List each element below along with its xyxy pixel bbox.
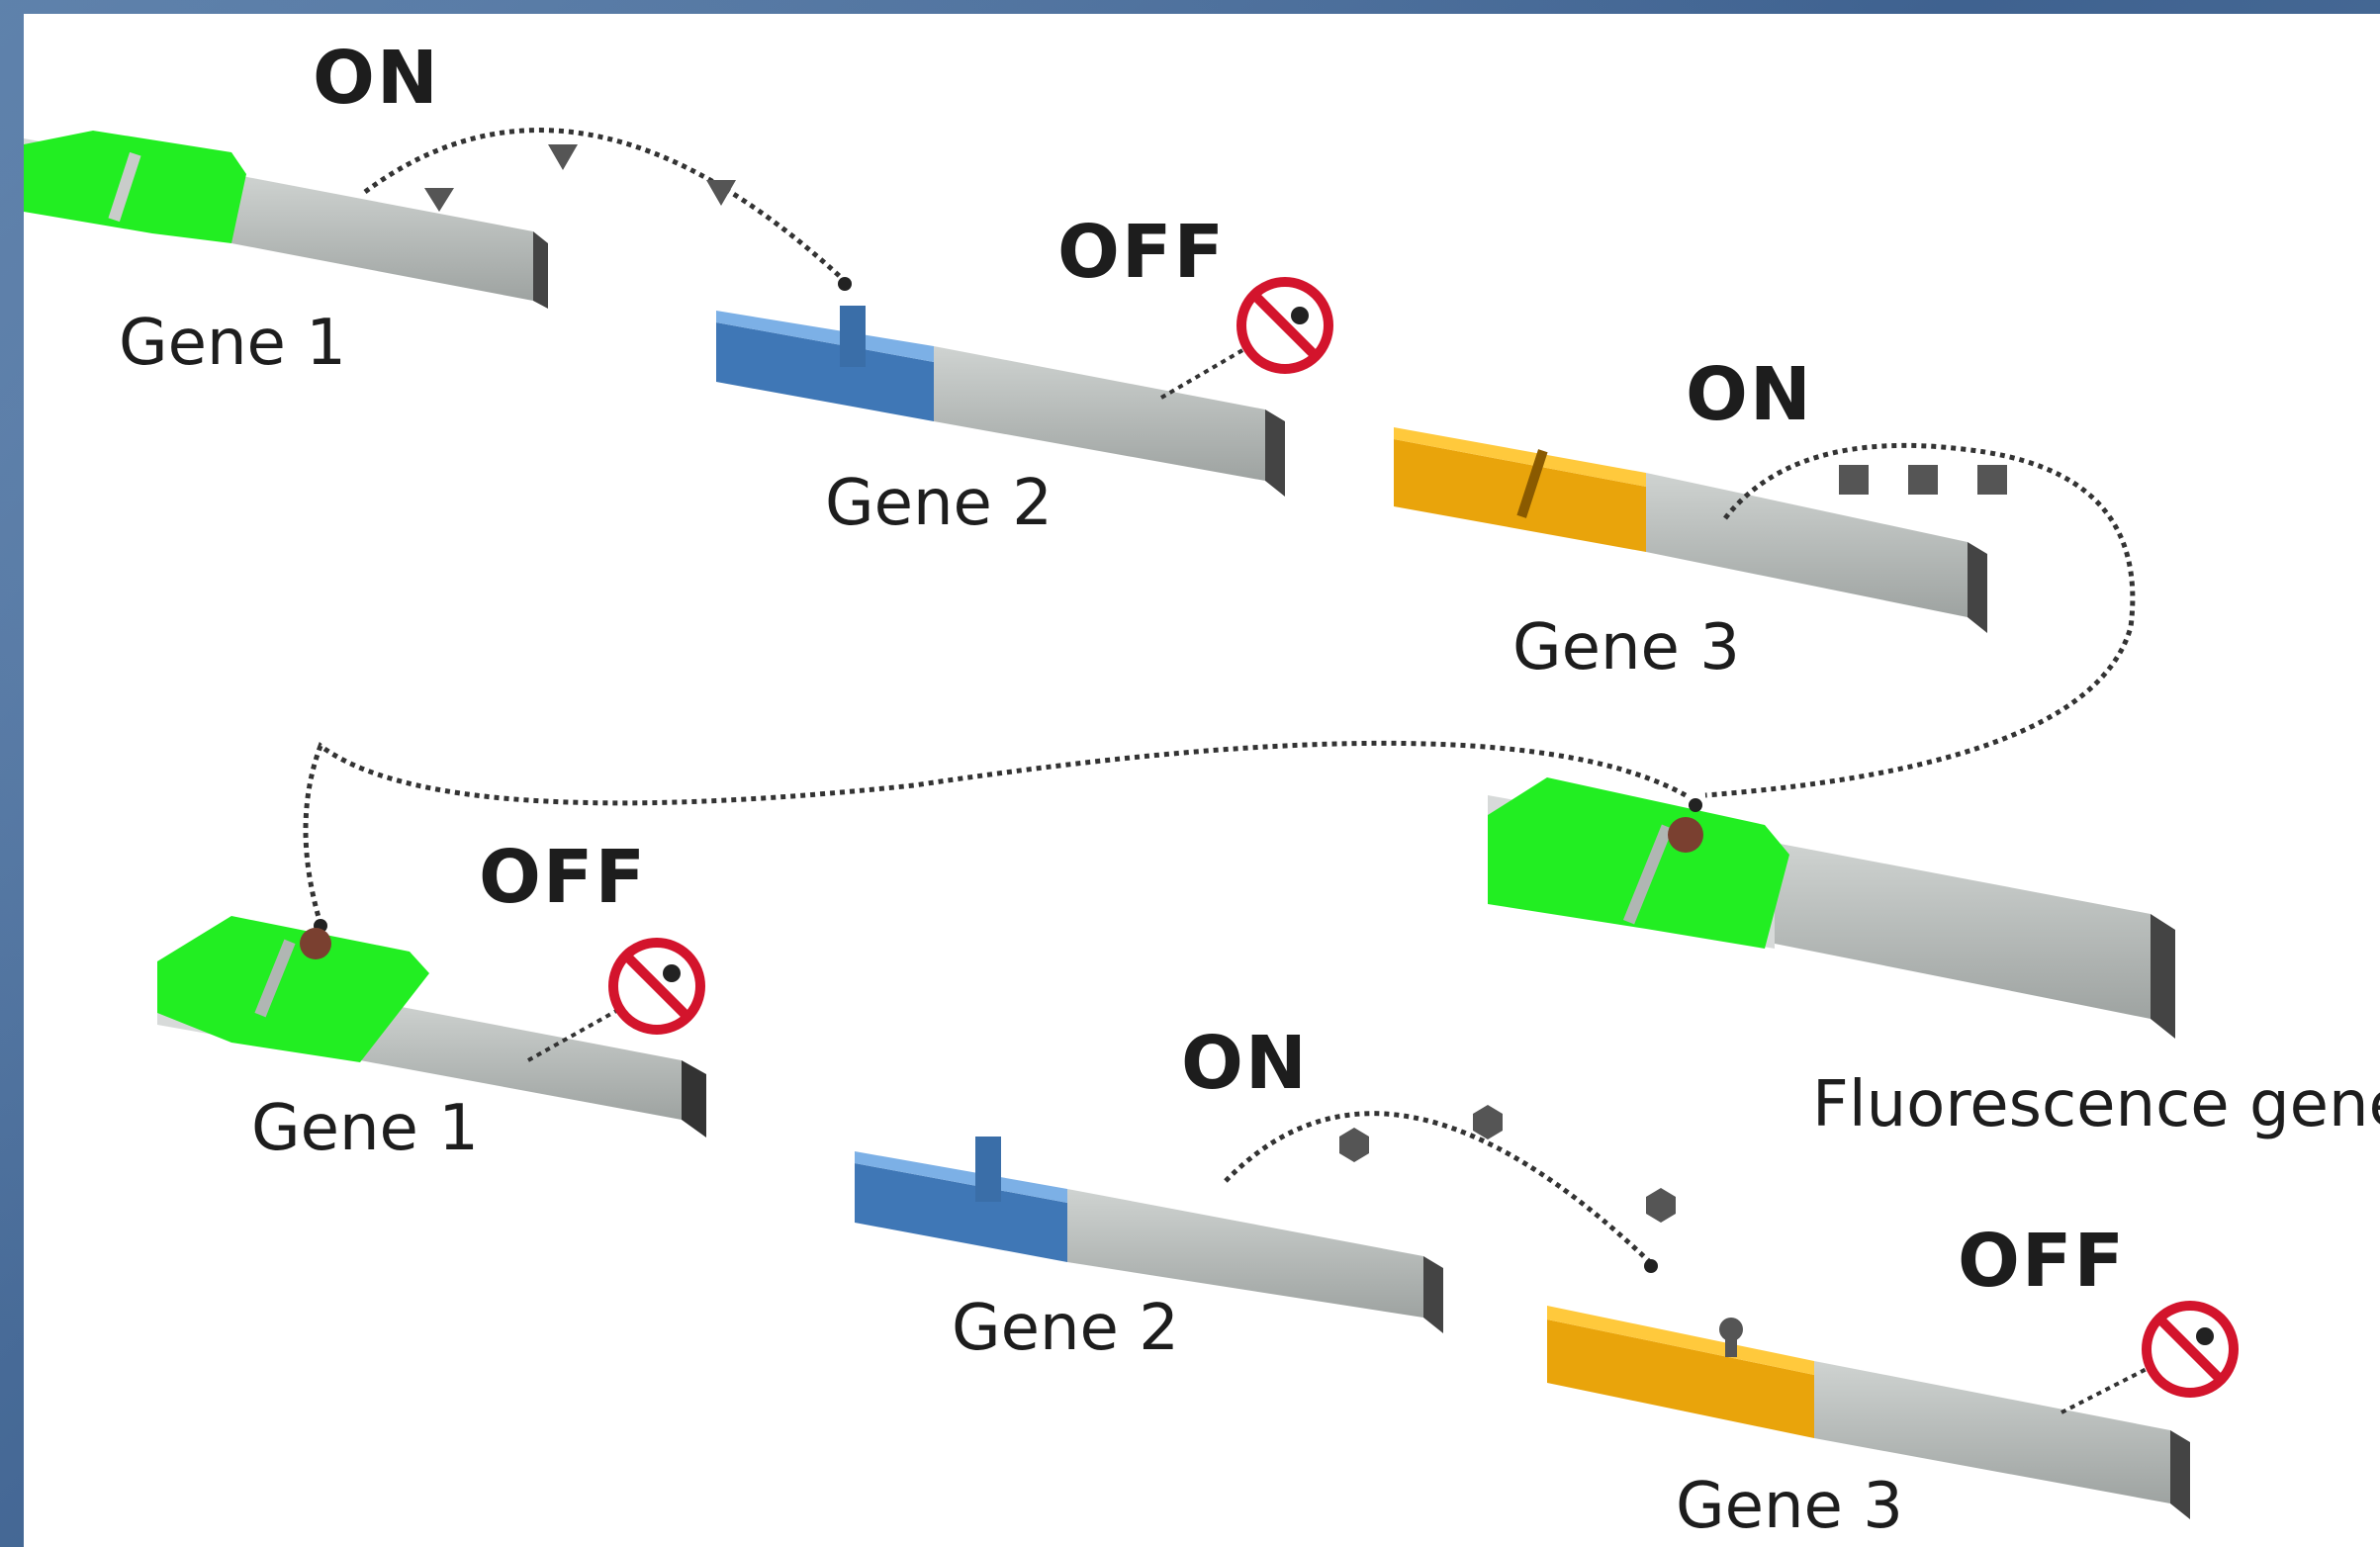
genetic-circuit-diagram [24,128,2239,1519]
triangle-protein-icon [706,180,736,206]
gene1-top-construct [24,128,852,309]
gene3-bottom-label: Gene 3 [1676,1470,1903,1543]
gene2-bottom-label: Gene 2 [952,1292,1179,1365]
triangle-protein-icon [424,188,454,212]
no-sign-icon [1236,277,1333,374]
hexagon-protein-icon [1646,1188,1676,1223]
gene3-bottom-state-label: OFF [1958,1219,2127,1304]
gene2-top-construct [716,277,1333,497]
gene2-bottom-state-label: ON [1181,1021,1309,1106]
gene2-top-state-label: OFF [1057,210,1227,295]
no-sign-icon [2142,1301,2239,1398]
gene1-bottom-promoter [157,916,429,1062]
gene1-top-label: Gene 1 [119,307,346,380]
gene3-top-label: Gene 3 [1512,611,1740,684]
fluorescence-gene-label: Fluorescence gene [1812,1068,2380,1141]
gene2-top-label: Gene 2 [825,467,1053,540]
square-protein-icon [1839,465,1869,495]
gene1-promoter [24,131,246,243]
diagram-panel: ON OFF ON OFF ON OFF Gene 1 Gene 2 Gene … [24,14,2380,1547]
gene1-bottom-state-label: OFF [479,835,648,920]
gene3-top-to-fluorescence-repression-path [1704,442,2136,798]
square-protein-icon [1908,465,1938,495]
gene3-top-construct [1394,427,2136,798]
gene2-bottom-to-gene3-repression-path [1224,1111,1653,1265]
square-protein-icon [1977,465,2007,495]
no-sign-icon [608,938,705,1035]
gene1-bottom-construct [157,916,706,1138]
gene2-bottom-construct [855,1105,1676,1333]
gene1-bottom-to-fluorescence-repression-path [303,740,1688,925]
hexagon-protein-icon [1473,1105,1503,1139]
gene1-bottom-label: Gene 1 [251,1092,479,1165]
fluorescence-promoter [1488,777,1789,949]
gene3-bottom-construct [1547,1301,2239,1519]
gene3-top-state-label: ON [1686,352,1813,437]
triangle-protein-icon [548,144,578,170]
gene1-top-to-gene2-repression-path [363,128,847,283]
fluorescence-gene-construct [303,740,2175,1039]
hexagon-protein-icon [1339,1128,1369,1162]
gene1-top-state-label: ON [313,36,440,121]
